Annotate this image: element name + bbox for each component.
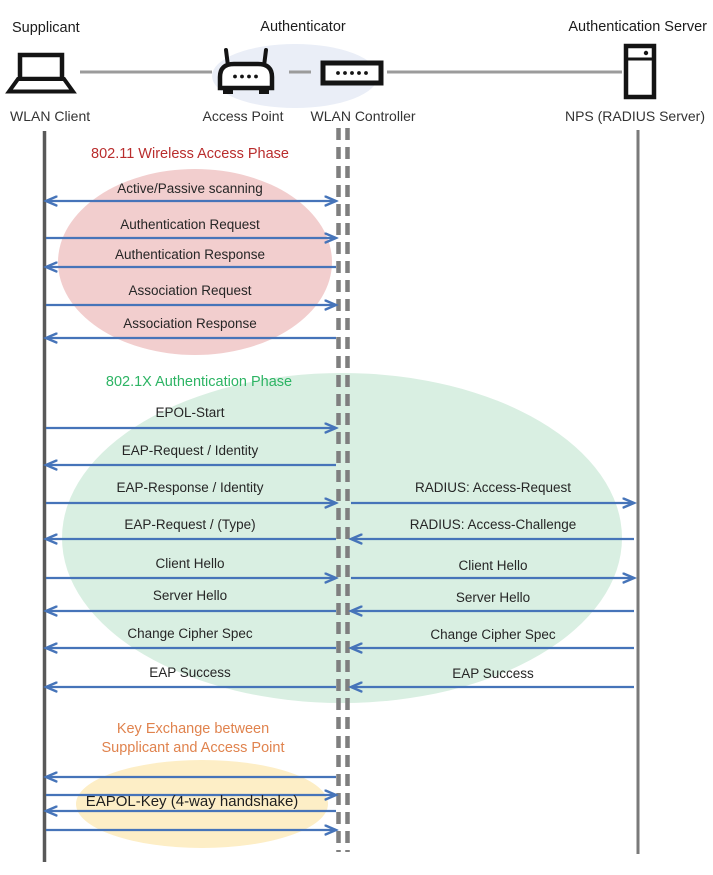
authentication-server-role-label: Authentication Server (568, 19, 707, 35)
message-label: Change Cipher Spec (127, 626, 253, 641)
phase1-title: 802.11 Wireless Access Phase (91, 146, 289, 162)
phase3-arrows (46, 777, 336, 830)
message-label: Authentication Request (120, 217, 260, 232)
message-label: EAP-Request / (Type) (124, 517, 256, 532)
server-icon (623, 43, 657, 100)
nps-radius-server-label: NPS (RADIUS Server) (564, 108, 705, 124)
phase3-title-line2: Supplicant and Access Point (101, 740, 285, 756)
authenticator-lifeline-dashed (336, 128, 350, 852)
message-label: EPOL-Start (155, 405, 225, 420)
phase2-right-arrows (351, 503, 634, 687)
phase1-ellipse (58, 169, 332, 355)
message-label: Server Hello (455, 590, 531, 605)
message-label: EAP Success (452, 666, 534, 681)
message-label: Active/Passive scanning (117, 181, 263, 196)
message-label: Association Request (128, 283, 252, 298)
message-label: RADIUS: Access-Request (414, 480, 572, 495)
message-label: Association Response (123, 316, 257, 331)
phase2-left-arrows (46, 428, 336, 687)
message-label: Client Hello (155, 556, 225, 571)
wlan-controller-icon (320, 60, 384, 86)
access-point-label: Access Point (202, 108, 284, 124)
wlan-controller-label: WLAN Controller (310, 108, 416, 124)
phase1-arrows (46, 201, 336, 338)
wlan-client-label: WLAN Client (10, 108, 91, 124)
message-label: RADIUS: Access-Challenge (409, 517, 577, 532)
message-label: Server Hello (152, 588, 228, 603)
authenticator-ellipse (212, 44, 378, 108)
phase2-ellipse (62, 373, 622, 703)
message-label: Change Cipher Spec (430, 627, 556, 642)
phase3-title-line1: Key Exchange between (116, 721, 270, 737)
access-point-icon (217, 48, 275, 94)
phase2-title: 802.1X Authentication Phase (105, 374, 293, 390)
message-label: EAP-Request / Identity (121, 443, 259, 458)
phase3-ellipse (76, 760, 328, 848)
message-label: Client Hello (458, 558, 528, 573)
message-label: EAP-Response / Identity (116, 480, 264, 495)
eapol-key-label: EAPOL-Key (4-way handshake) (85, 793, 299, 810)
message-label: Authentication Response (114, 247, 266, 262)
laptop-icon (5, 52, 77, 94)
authenticator-role-label: Authenticator (260, 19, 346, 35)
supplicant-role-label: Supplicant (12, 20, 80, 36)
message-label: EAP Success (149, 665, 231, 680)
